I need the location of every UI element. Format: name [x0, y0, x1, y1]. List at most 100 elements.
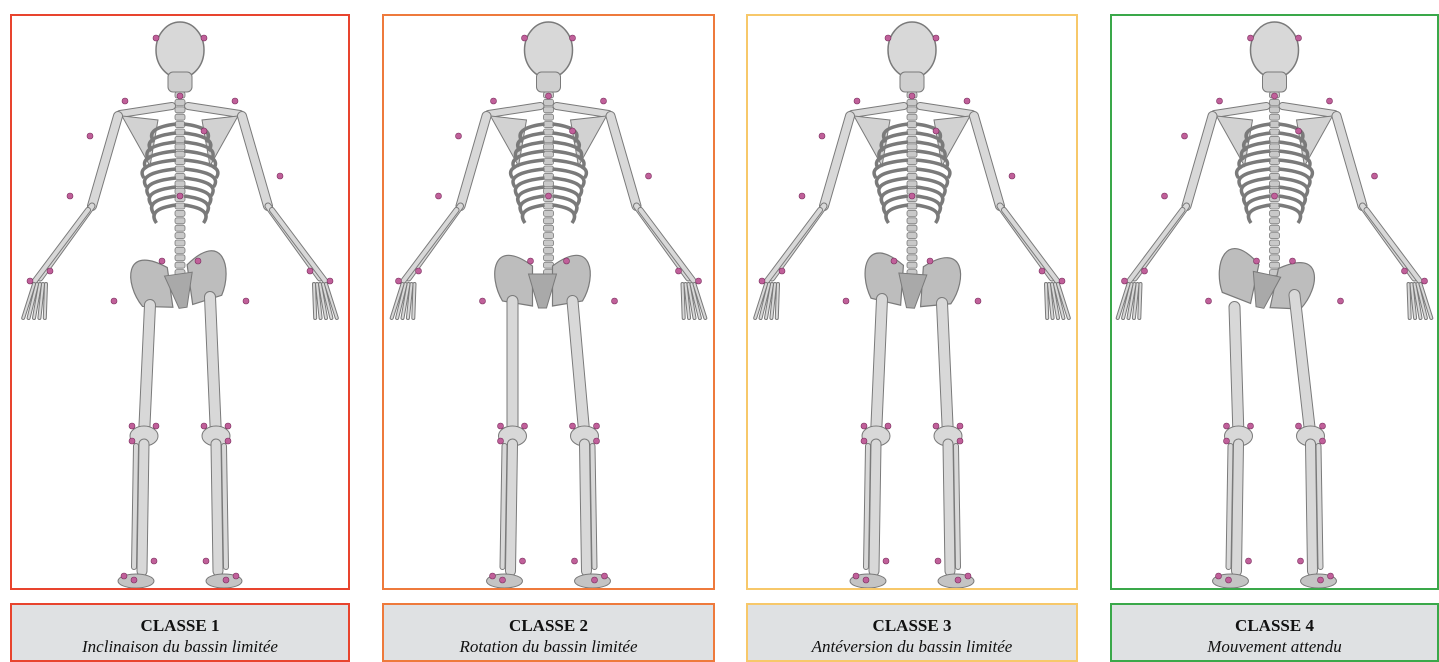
class-2-caption: CLASSE 2 Rotation du bassin limitée — [382, 603, 715, 662]
skeleton-body — [1118, 22, 1432, 588]
marker-dot — [151, 558, 157, 564]
marker-dot — [1320, 423, 1326, 429]
marker-dot — [1327, 98, 1333, 104]
marker-dot — [955, 577, 961, 583]
vertebra — [907, 159, 917, 165]
marker-dot — [490, 573, 496, 579]
marker-dot — [891, 258, 897, 264]
marker-dot — [520, 558, 526, 564]
vertebra — [175, 129, 185, 135]
marker-dot — [1272, 93, 1278, 99]
rib — [886, 205, 908, 223]
marker-dot — [203, 558, 209, 564]
marker-dot — [87, 133, 93, 139]
vertebra — [544, 166, 554, 172]
marker-dot — [612, 298, 618, 304]
marker-dot — [223, 577, 229, 583]
vertebra — [907, 240, 917, 246]
class-3-subtitle: Antéversion du bassin limitée — [748, 636, 1076, 657]
vertebra — [907, 107, 917, 113]
jaw — [1263, 72, 1287, 92]
marker-dot — [307, 268, 313, 274]
vertebra — [1270, 203, 1280, 209]
marker-dot — [933, 35, 939, 41]
marker-dot — [1290, 258, 1296, 264]
marker-dot — [225, 423, 231, 429]
vertebra — [1270, 210, 1280, 216]
marker-dot — [1296, 35, 1302, 41]
marker-dot — [861, 438, 867, 444]
vertebra — [544, 136, 554, 142]
vertebra — [544, 225, 554, 231]
marker-dot — [111, 298, 117, 304]
marker-dot — [122, 98, 128, 104]
marker-dot — [1296, 128, 1302, 134]
marker-dot — [1372, 173, 1378, 179]
vertebra — [544, 255, 554, 261]
vertebra — [175, 173, 185, 179]
marker-dot — [1009, 173, 1015, 179]
marker-dot — [819, 133, 825, 139]
vertebra — [907, 181, 917, 187]
marker-dot — [1246, 558, 1252, 564]
rib — [1279, 205, 1301, 223]
vertebra — [544, 181, 554, 187]
marker-dot — [327, 278, 333, 284]
vertebra — [907, 203, 917, 209]
marker-dot — [909, 93, 915, 99]
vertebra — [1270, 122, 1280, 128]
marker-dot — [1402, 268, 1408, 274]
vertebra — [175, 166, 185, 172]
vertebra — [907, 247, 917, 253]
marker-dot — [498, 423, 504, 429]
skeleton-body — [23, 22, 337, 588]
vertebra — [1270, 99, 1280, 105]
marker-dot — [570, 128, 576, 134]
vertebra — [1270, 262, 1280, 268]
marker-dot — [491, 98, 497, 104]
vertebra — [544, 122, 554, 128]
vertebra — [544, 218, 554, 224]
skeleton-figure — [1112, 16, 1437, 588]
marker-dot — [1224, 423, 1230, 429]
vertebra — [175, 218, 185, 224]
class-4-subtitle: Mouvement attendu — [1112, 636, 1437, 657]
vertebra — [175, 203, 185, 209]
vertebra — [175, 181, 185, 187]
class-1-caption: CLASSE 1 Inclinaison du bassin limitée — [10, 603, 350, 662]
rib — [522, 205, 544, 223]
marker-dot — [861, 423, 867, 429]
marker-dot — [564, 258, 570, 264]
vertebra — [175, 144, 185, 150]
marker-dot — [177, 193, 183, 199]
vertebra — [544, 129, 554, 135]
jaw — [168, 72, 192, 92]
skull — [156, 22, 204, 78]
marker-dot — [1296, 423, 1302, 429]
marker-dot — [277, 173, 283, 179]
rib — [553, 205, 575, 223]
marker-dot — [885, 35, 891, 41]
marker-dot — [592, 577, 598, 583]
marker-dot — [1248, 35, 1254, 41]
marker-dot — [1422, 278, 1428, 284]
marker-dot — [27, 278, 33, 284]
marker-dot — [957, 438, 963, 444]
vertebra — [175, 99, 185, 105]
vertebra — [544, 203, 554, 209]
class-1-subtitle: Inclinaison du bassin limitée — [12, 636, 348, 657]
skeleton-figure — [748, 16, 1076, 588]
marker-dot — [47, 268, 53, 274]
marker-dot — [863, 577, 869, 583]
vertebra — [1270, 151, 1280, 157]
vertebra — [544, 114, 554, 120]
vertebra — [907, 129, 917, 135]
skull — [525, 22, 573, 78]
marker-dot — [500, 577, 506, 583]
vertebra — [1270, 255, 1280, 261]
vertebra — [175, 240, 185, 246]
marker-dot — [883, 558, 889, 564]
class-2-title: CLASSE 2 — [384, 615, 713, 636]
vertebra — [175, 122, 185, 128]
vertebra — [907, 210, 917, 216]
